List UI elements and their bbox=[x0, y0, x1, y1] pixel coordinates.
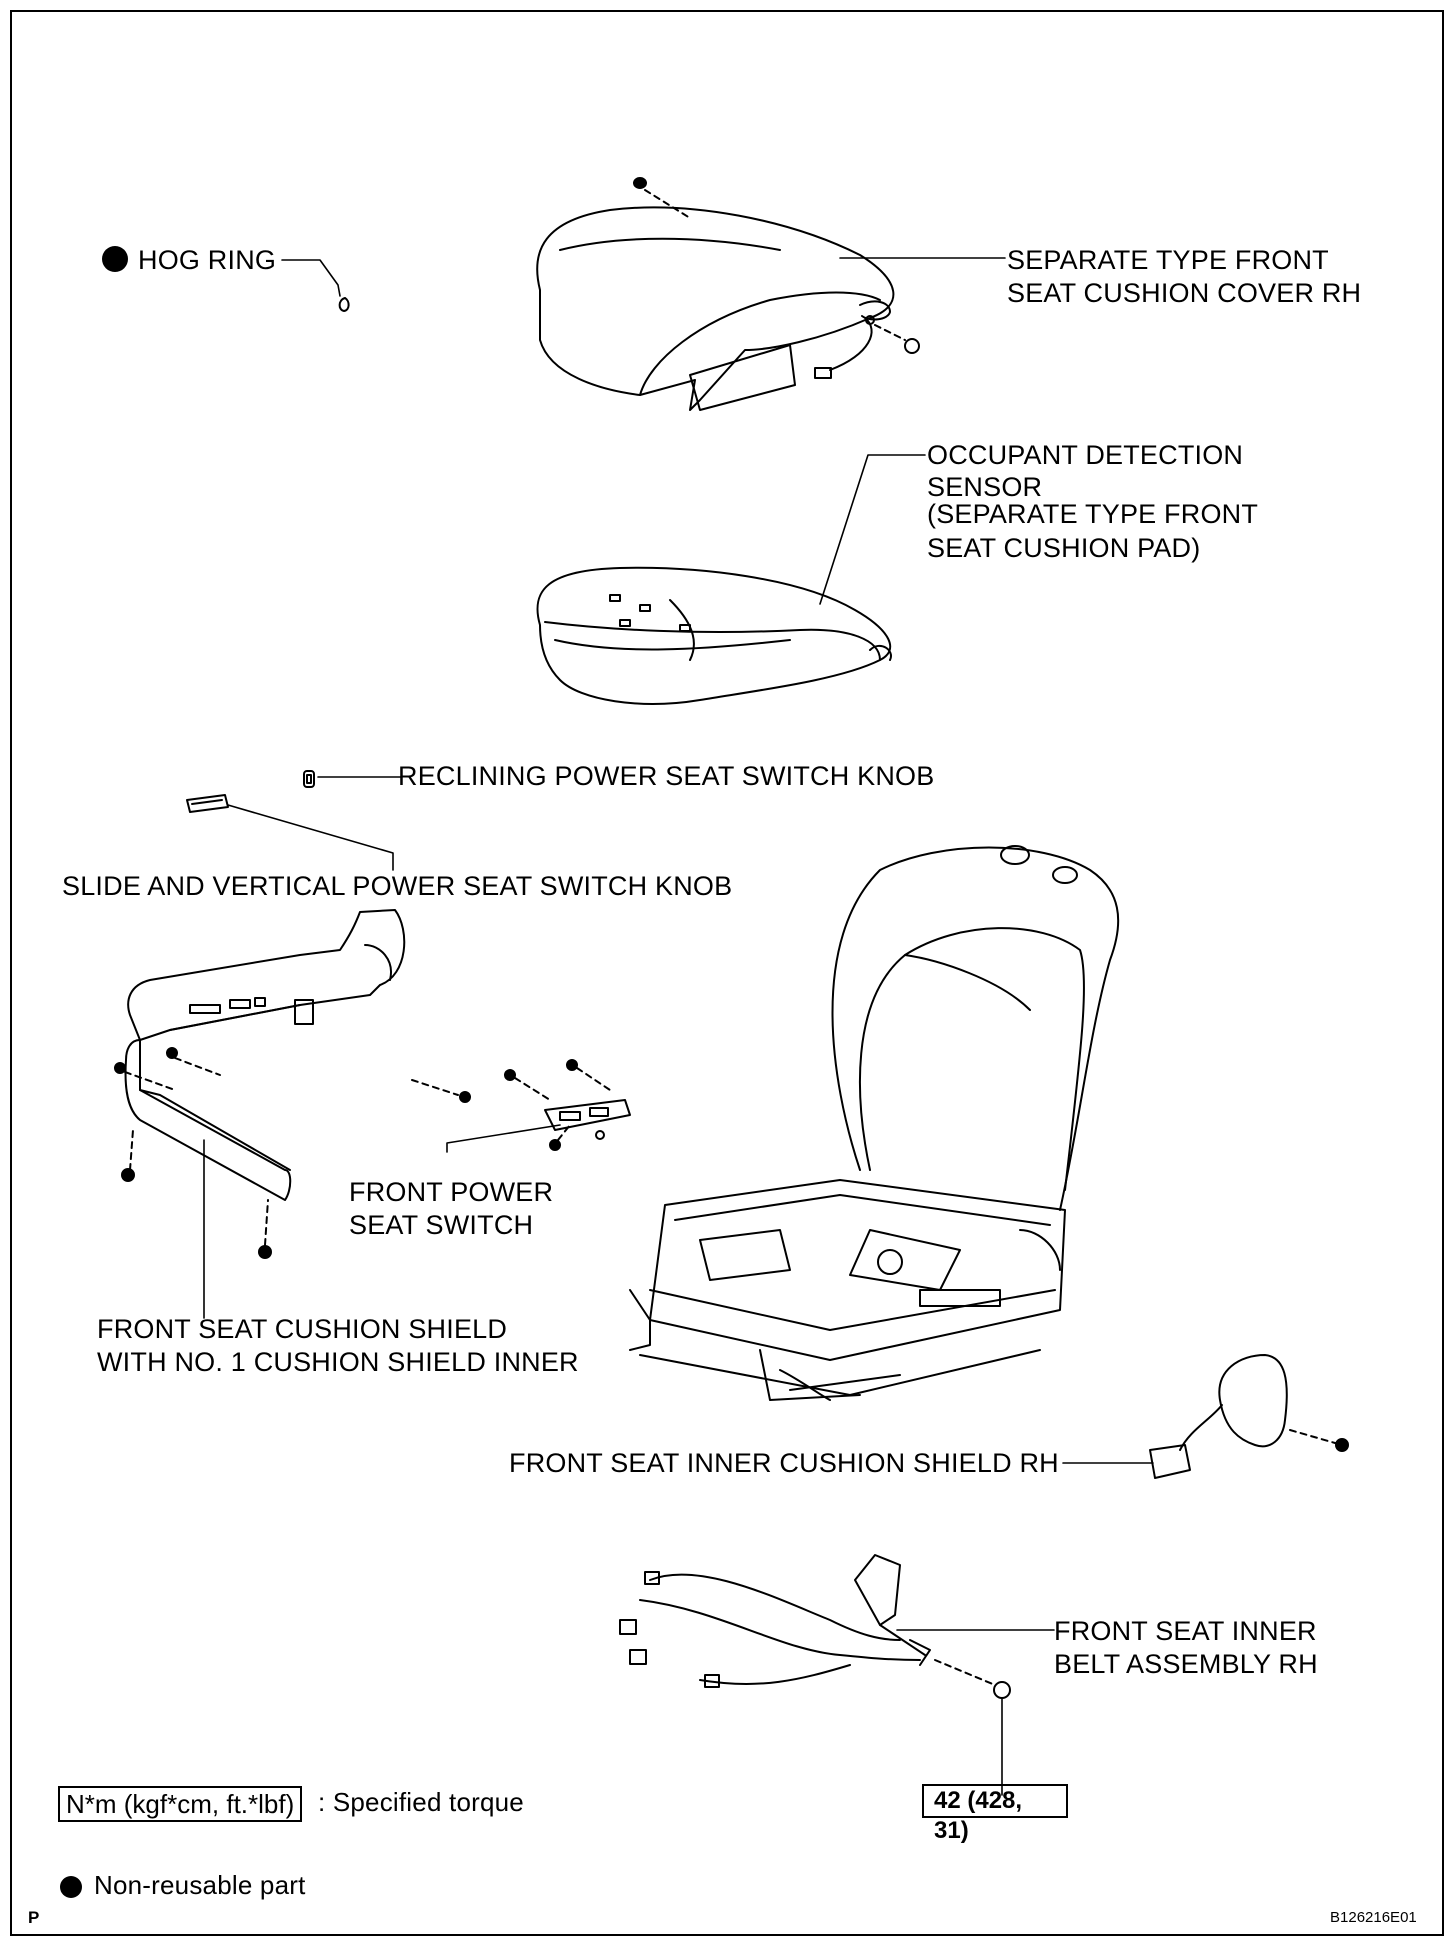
seat-cushion-cover bbox=[536, 206, 895, 411]
label-cushion-shield-line2: WITH NO. 1 CUSHION SHIELD INNER bbox=[97, 1347, 579, 1377]
label-inner-belt-line2: BELT ASSEMBLY RH bbox=[1054, 1649, 1318, 1679]
label-ods-line2: SENSOR bbox=[927, 472, 1043, 502]
screw-cover-top bbox=[633, 177, 691, 219]
footer-figure-id: B126216E01 bbox=[1330, 1909, 1417, 1926]
label-power-switch-line2: SEAT SWITCH bbox=[349, 1210, 534, 1240]
label-seat-cushion-cover-line1: SEPARATE TYPE FRONT bbox=[1007, 245, 1329, 275]
label-power-switch-line1: FRONT POWER bbox=[349, 1177, 554, 1207]
label-ods-line3: (SEPARATE TYPE FRONT bbox=[927, 499, 1259, 529]
nonreusable-marker-hog-ring bbox=[102, 246, 128, 272]
inner-cushion-shield bbox=[1149, 1354, 1349, 1479]
slide-vertical-knob bbox=[186, 794, 229, 813]
inner-belt-assembly bbox=[619, 1554, 1011, 1699]
label-inner-shield: FRONT SEAT INNER CUSHION SHIELD RH bbox=[509, 1448, 1059, 1478]
reclining-knob bbox=[303, 770, 315, 788]
screws-cushion-shield bbox=[114, 1047, 471, 1259]
torque-value-box: 42 (428, 31) bbox=[922, 1784, 1068, 1844]
label-seat-cushion-cover-line2: SEAT CUSHION COVER RH bbox=[1007, 278, 1362, 308]
label-ods-line4: SEAT CUSHION PAD) bbox=[927, 533, 1201, 563]
seat-back bbox=[831, 845, 1120, 1211]
seat-frame bbox=[629, 1179, 1066, 1401]
hog-ring bbox=[338, 297, 350, 312]
label-hog-ring: HOG RING bbox=[138, 245, 277, 275]
label-cushion-shield-line1: FRONT SEAT CUSHION SHIELD bbox=[97, 1314, 508, 1344]
seat-cushion-pad bbox=[536, 566, 892, 705]
label-reclining-knob: RECLINING POWER SEAT SWITCH KNOB bbox=[398, 761, 935, 791]
leader-lines bbox=[203, 257, 1154, 1796]
front-power-seat-switch bbox=[504, 1059, 631, 1151]
filled-circle-icon bbox=[60, 1876, 82, 1898]
footer-left-mark: P bbox=[28, 1908, 40, 1927]
screw-cover-right bbox=[874, 324, 920, 354]
diagram-frame bbox=[10, 10, 1444, 1936]
label-inner-belt-line1: FRONT SEAT INNER bbox=[1054, 1616, 1317, 1646]
label-ods-line1: OCCUPANT DETECTION bbox=[927, 440, 1244, 470]
legend-torque-text: : Specified torque bbox=[318, 1787, 524, 1817]
legend-torque-unit-box: N*m (kgf*cm, ft.*lbf) bbox=[58, 1786, 303, 1822]
label-slide-knob: SLIDE AND VERTICAL POWER SEAT SWITCH KNO… bbox=[62, 871, 733, 901]
front-seat-cushion-shield bbox=[124, 909, 406, 1201]
legend-nonreusable-text: Non-reusable part bbox=[94, 1870, 306, 1900]
